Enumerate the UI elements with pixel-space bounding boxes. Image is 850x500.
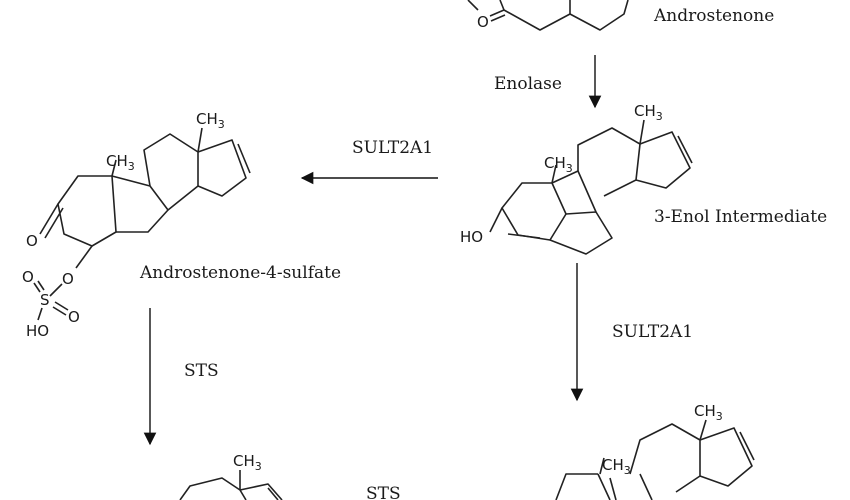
label-androstenone-4-sulfate: Androstenone-4-sulfate bbox=[139, 263, 341, 283]
label-sult2a1-down: SULT2A1 bbox=[612, 322, 693, 342]
label-androstenone: Androstenone bbox=[653, 6, 774, 26]
left-o1-atom: O bbox=[62, 270, 74, 288]
left-ho-atom: HO bbox=[26, 322, 49, 340]
sulfate-ch3-top: CH3 bbox=[196, 110, 225, 131]
bottom-left-structure: CH3 bbox=[179, 452, 283, 500]
bottom-left-ch3: CH3 bbox=[233, 452, 262, 473]
enol-ch3-top: CH3 bbox=[634, 102, 663, 123]
androstenone-4-sulfate-structure: O O S O O HO CH3 CH3 bbox=[22, 110, 251, 340]
bottom-right-ch3-mid: CH3 bbox=[602, 456, 631, 477]
bottom-right-structure: CH3 CH3 bbox=[555, 402, 755, 500]
sulfate-ch3-mid: CH3 bbox=[106, 152, 135, 173]
bottom-right-ch3-top: CH3 bbox=[694, 402, 723, 423]
label-sult2a1-left: SULT2A1 bbox=[352, 138, 433, 158]
label-enolase: Enolase bbox=[494, 74, 562, 94]
enol-ho-atom: HO bbox=[460, 228, 483, 246]
left-oxo-atom: O bbox=[26, 232, 38, 250]
left-s-atom: S bbox=[40, 291, 50, 309]
top-oxo-atom: O bbox=[477, 13, 489, 31]
label-3-enol-intermediate: 3-Enol Intermediate bbox=[654, 207, 827, 227]
androstenone-structure: O bbox=[467, 0, 629, 31]
left-o3-atom: O bbox=[68, 308, 80, 326]
label-sts-down: STS bbox=[184, 361, 219, 381]
enol-intermediate-structure: HO CH3 CH3 bbox=[460, 102, 693, 255]
enol-ch3-mid: CH3 bbox=[544, 154, 573, 175]
label-sts-bottom: STS bbox=[366, 484, 401, 500]
left-o2-atom: O bbox=[22, 268, 34, 286]
